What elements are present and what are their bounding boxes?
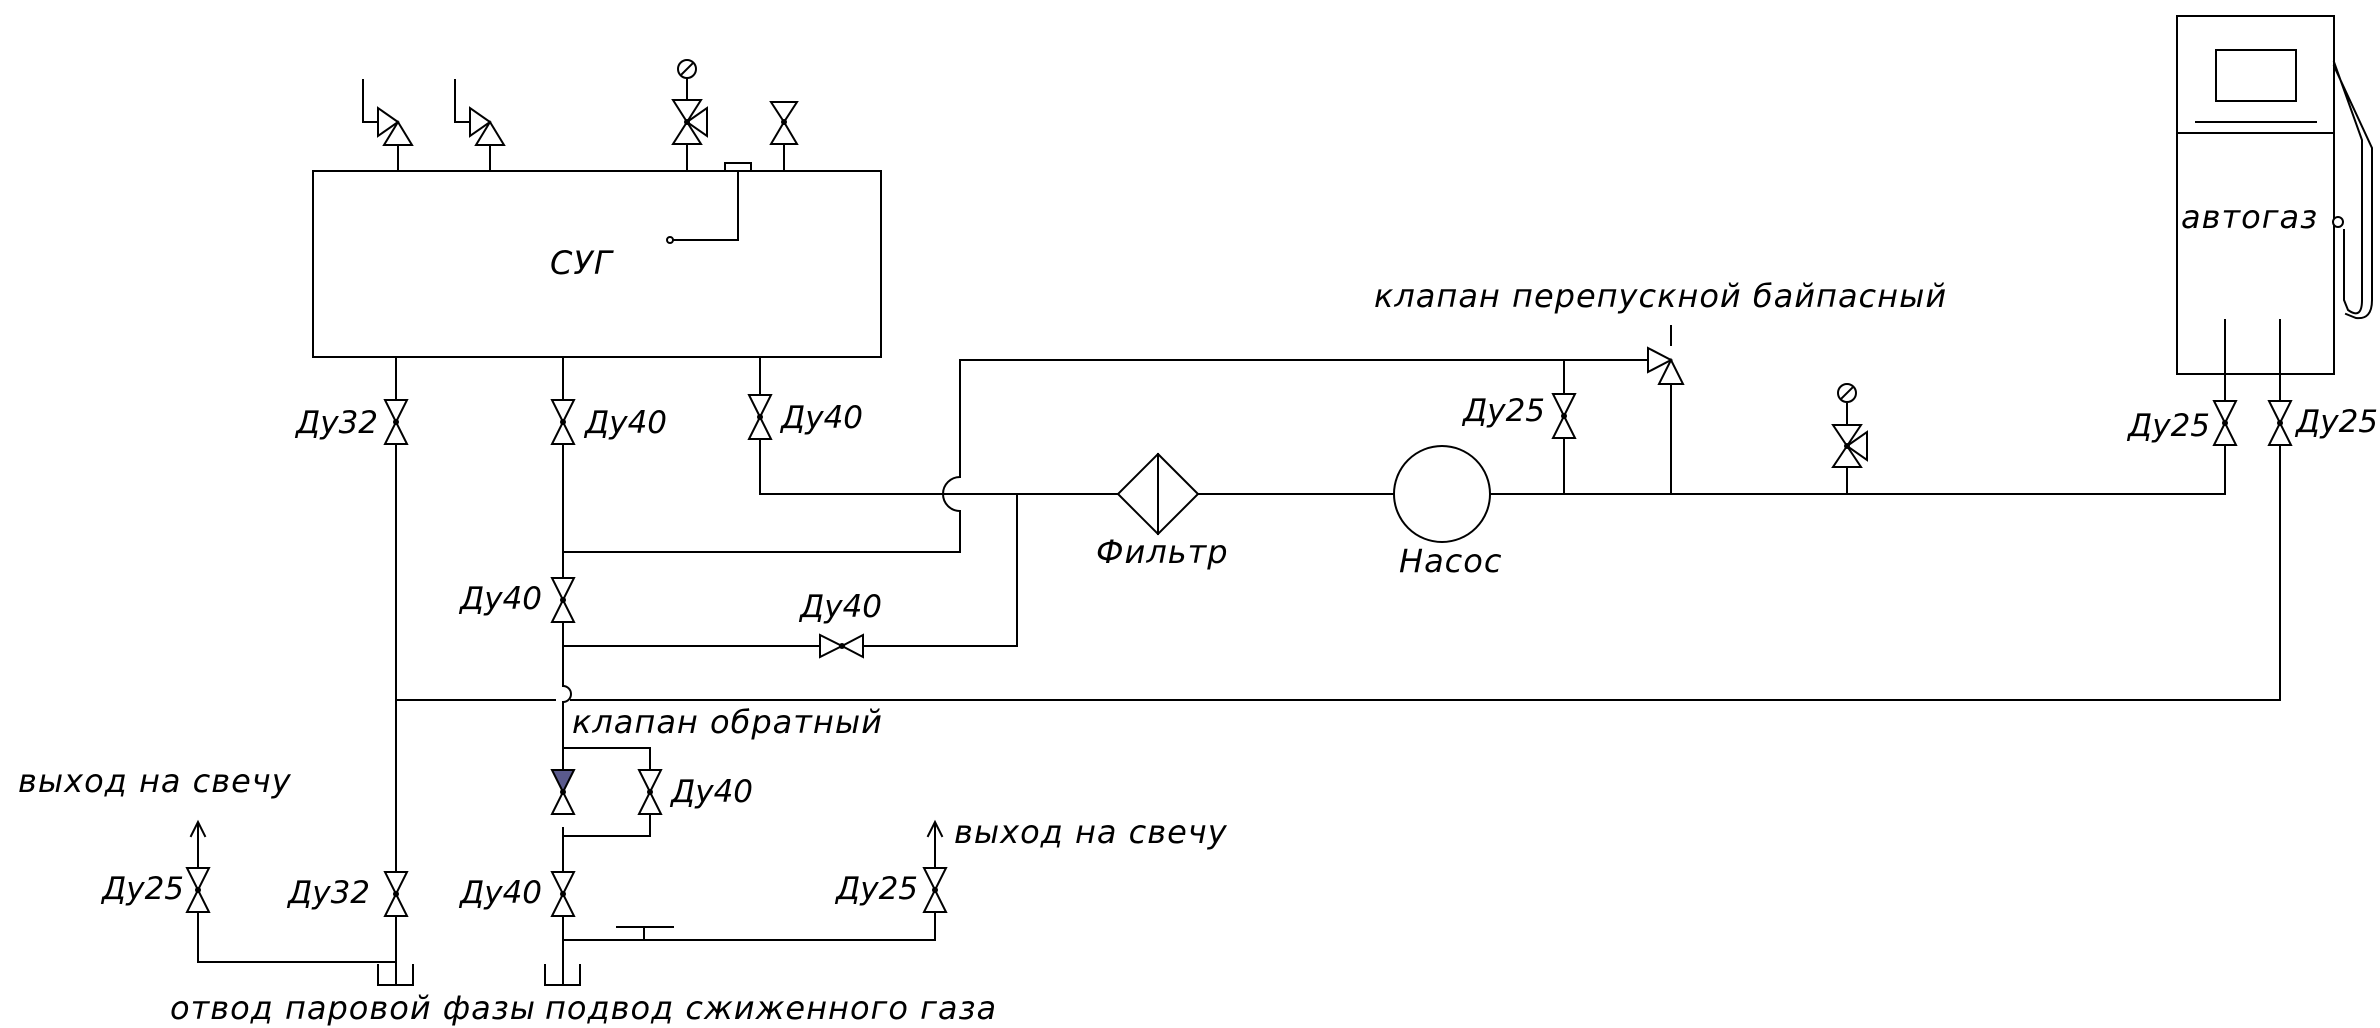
valve-disp-in bbox=[2212, 400, 2238, 446]
dispenser-autogas: автогаз bbox=[2176, 15, 2373, 375]
valve-vent-right bbox=[922, 867, 948, 913]
pipe-vent-left bbox=[197, 824, 397, 963]
arrow-up-left-icon bbox=[189, 819, 207, 838]
valve-check-bypass bbox=[637, 769, 663, 815]
filter-label: Фильтр bbox=[1096, 533, 1229, 571]
bypass-valve-label: клапан перепускной байпасный bbox=[1374, 277, 1947, 315]
tank-safety-valve-2 bbox=[454, 79, 506, 146]
dispenser-hose bbox=[2332, 60, 2373, 320]
valve-tank-out-1 bbox=[383, 399, 409, 445]
pipe-bypass-return bbox=[562, 359, 1649, 553]
arrow-up-right-icon bbox=[926, 819, 944, 838]
valve-disp-return bbox=[2267, 400, 2293, 446]
tag-tank-out-1: Ду32 bbox=[294, 405, 378, 441]
liquid-inlet-label: подвод сжиженного газа bbox=[545, 989, 997, 1027]
text-labels: клапан перепускной байпасный клапан обра… bbox=[18, 277, 1947, 1027]
pipe-drain-branch bbox=[562, 493, 1018, 647]
valve-liquid-bottom bbox=[550, 871, 576, 917]
valve-tank-out-2 bbox=[550, 399, 576, 445]
check-valve-label: клапан обратный bbox=[572, 703, 883, 741]
tag-tank-out-3: Ду40 bbox=[779, 400, 863, 436]
pipe-crossover-hop bbox=[561, 684, 572, 704]
tank-body bbox=[312, 170, 882, 358]
valves-vertical bbox=[185, 393, 2293, 917]
tank-lpg: СУГ bbox=[312, 144, 882, 358]
dispenser-screen bbox=[2215, 49, 2297, 102]
valve-tags: Ду32 Ду40 Ду40 Ду40 Ду40 Ду40 Ду25 Ду32 … bbox=[100, 393, 2378, 911]
vapor-outlet-label: отвод паровой фазы bbox=[170, 989, 536, 1027]
pipe-pump-to-dispenser bbox=[1489, 319, 2226, 495]
pipelines bbox=[197, 319, 2281, 986]
pipe-vent-right bbox=[562, 824, 936, 941]
tag-tank-out-2: Ду40 bbox=[583, 405, 667, 441]
valve-tank-out-3 bbox=[747, 394, 773, 440]
tank-top-stems bbox=[397, 144, 785, 172]
pipe-return-line bbox=[395, 319, 2281, 701]
pump-gauge-valve bbox=[1831, 383, 1868, 468]
valve-horizontal-drain bbox=[819, 633, 864, 659]
vent-arrows bbox=[189, 819, 944, 838]
pipe-check-loop bbox=[562, 747, 651, 837]
tank-gauge-valve bbox=[671, 59, 708, 145]
filter: Фильтр bbox=[1096, 452, 1229, 571]
tag-liquid-bottom: Ду40 bbox=[458, 875, 542, 911]
valve-bypass-line bbox=[1551, 393, 1577, 439]
valve-vent-left bbox=[185, 867, 211, 913]
tank-top-valve bbox=[769, 101, 799, 145]
vent-left-label: выход на свечу bbox=[18, 762, 292, 800]
tag-vapor-bottom: Ду32 bbox=[286, 875, 370, 911]
valve-mid-1 bbox=[550, 577, 576, 623]
tank-safety-valve-1 bbox=[362, 79, 414, 146]
tag-vent-right: Ду25 bbox=[834, 871, 918, 907]
pipe-tank-outlet-3 bbox=[759, 356, 944, 495]
tag-mid-1: Ду40 bbox=[458, 581, 542, 617]
tag-disp-return: Ду25 bbox=[2294, 404, 2378, 440]
level-gauge bbox=[669, 170, 739, 241]
pump: Насос bbox=[1393, 445, 1502, 580]
valve-check bbox=[550, 769, 576, 815]
dispenser-label: автогаз bbox=[2181, 198, 2318, 236]
nozzle-icon bbox=[2332, 216, 2344, 228]
tank-label: СУГ bbox=[550, 244, 614, 282]
pipe-stub-marker bbox=[616, 926, 674, 941]
tag-check-bypass: Ду40 bbox=[669, 774, 753, 810]
bypass-relief-valve bbox=[1647, 346, 1685, 385]
tag-vent-left: Ду25 bbox=[100, 871, 184, 907]
pump-label: Насос bbox=[1399, 542, 1502, 580]
tag-mid-2: Ду40 bbox=[798, 589, 882, 625]
level-gauge-float bbox=[666, 236, 674, 244]
valve-vapor-bottom bbox=[383, 871, 409, 917]
vent-right-label: выход на свечу bbox=[954, 813, 1228, 851]
tag-disp-in: Ду25 bbox=[2126, 408, 2210, 444]
level-gauge-head bbox=[724, 162, 752, 172]
tag-bypass-line: Ду25 bbox=[1461, 393, 1545, 429]
dispenser-body bbox=[2176, 15, 2335, 375]
